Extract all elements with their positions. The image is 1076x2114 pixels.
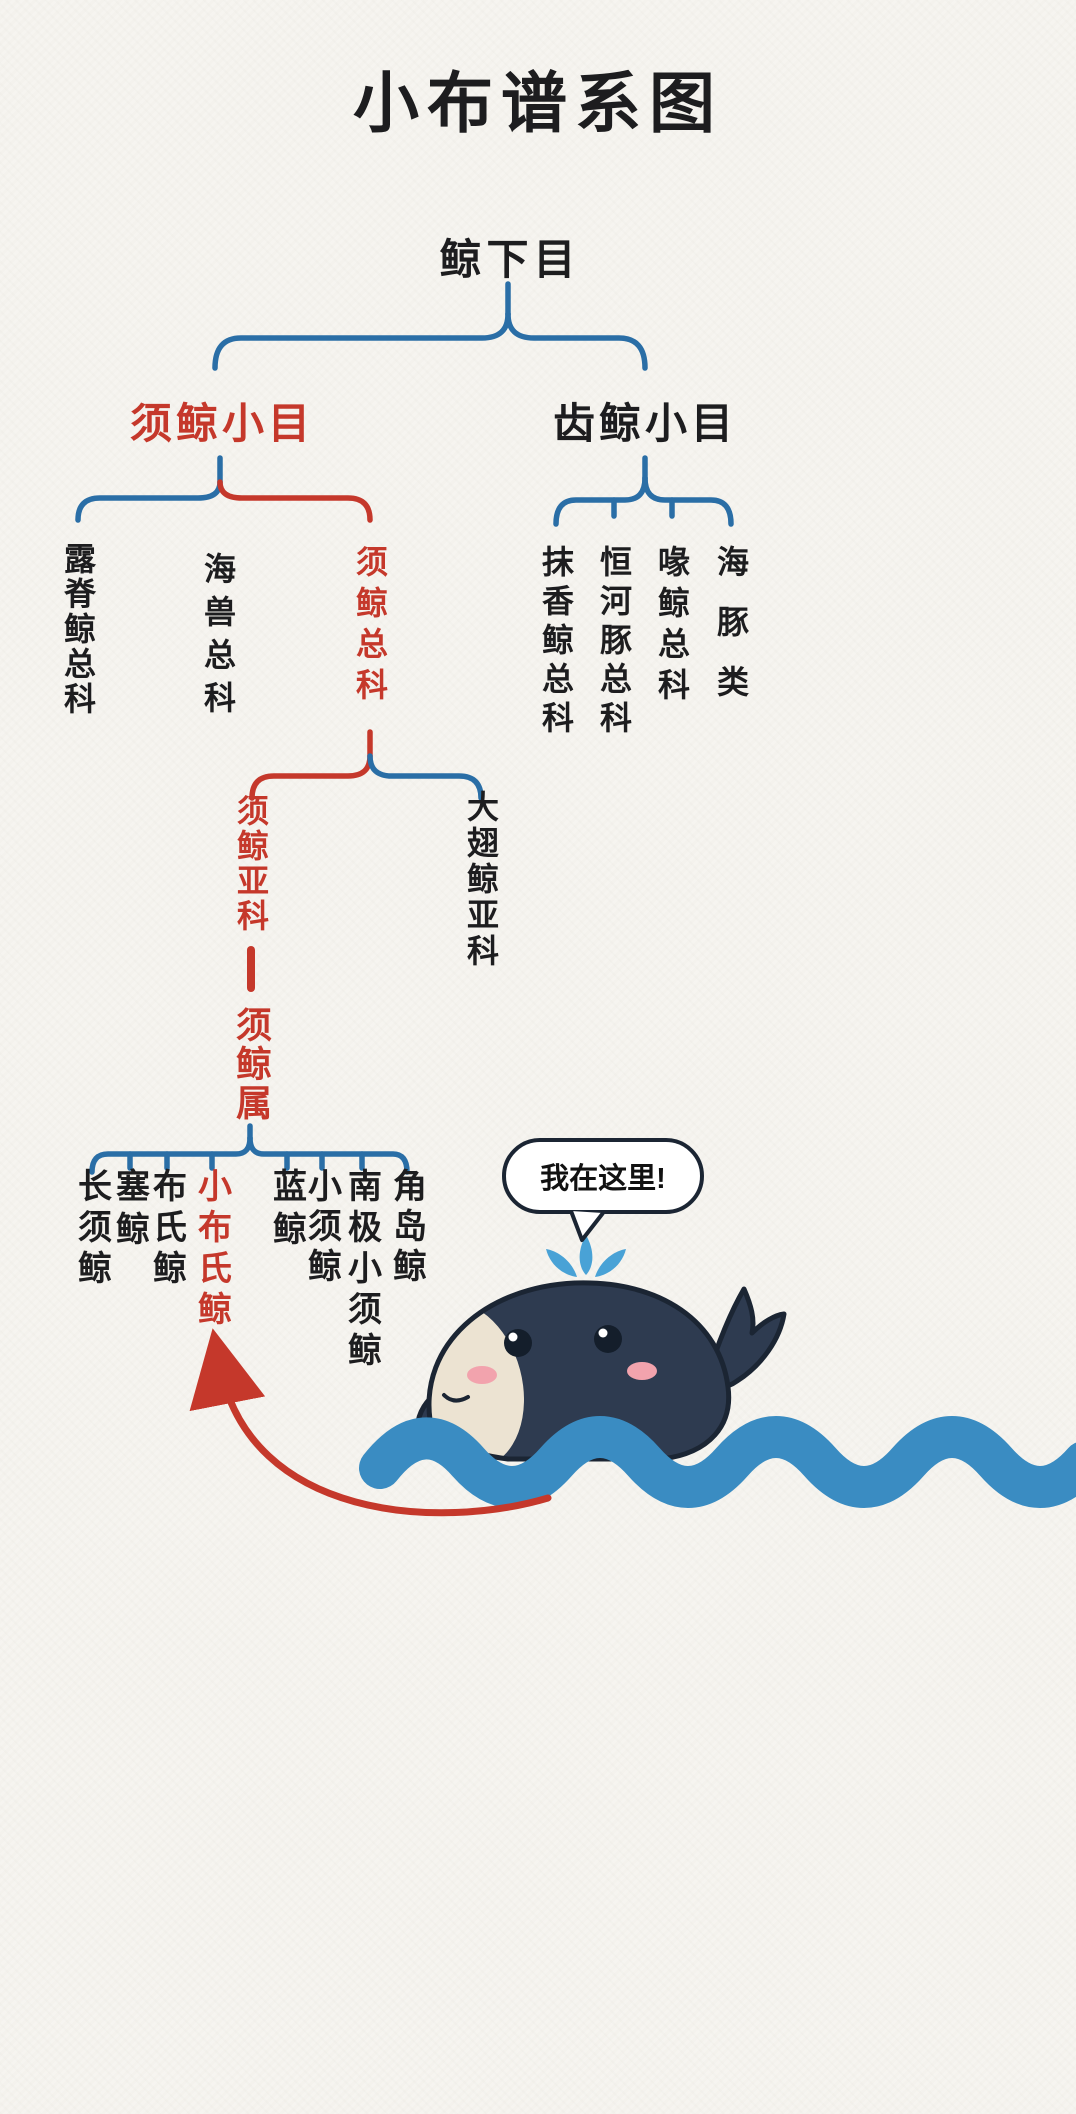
node-beaked-whales: 喙鲸总科 <box>654 545 690 709</box>
node-superfamily-right-whales: 露脊鲸总科 <box>60 542 96 717</box>
node-superfamily-rorquals: 须鲸总科 <box>352 545 388 709</box>
whale-cheek-right <box>627 1362 657 1380</box>
node-subfamily-balaenopterinae: 须鲸亚科 <box>233 794 269 934</box>
page-title: 小布谱系图 <box>353 66 723 140</box>
node-genus: 须鲸属 <box>231 1006 272 1123</box>
node-dolphins: 海豚类 <box>713 545 749 725</box>
node-species-blue-whale: 蓝鲸 <box>267 1168 306 1254</box>
speech-bubble-tail <box>569 1210 605 1242</box>
water-spout-icon <box>546 1235 626 1277</box>
root-brace <box>212 281 648 371</box>
whale-mouth <box>442 1393 470 1403</box>
node-species-brydes-whale: 布氏鲸 <box>147 1168 186 1291</box>
whale-tail <box>703 1286 787 1390</box>
mysticeti-brace <box>75 455 373 523</box>
node-odontoceti: 齿鲸小目 <box>552 400 738 447</box>
odontoceti-brace <box>553 455 734 527</box>
whale-cheek-left <box>467 1366 497 1384</box>
eye-highlight <box>508 1332 518 1342</box>
highlight-arrow <box>189 1328 552 1517</box>
node-root: 鲸下目 <box>439 236 581 283</box>
eye-highlight <box>598 1328 608 1338</box>
node-mysticeti: 须鲸小目 <box>129 400 315 447</box>
node-species-minke-whale: 小须鲸 <box>302 1168 341 1288</box>
node-superfamily-haishou: 海兽总科 <box>200 552 236 724</box>
rorqual-brace <box>249 729 484 801</box>
node-species-antarctic-minke: 南极小须鲸 <box>342 1168 381 1373</box>
speech-bubble: 我在这里! <box>502 1138 704 1214</box>
node-species-fin-whale: 长须鲸 <box>72 1168 111 1291</box>
genus-brace <box>89 1123 410 1175</box>
node-subfamily-megapterinae: 大翅鲸亚科 <box>463 790 499 970</box>
whale-eye-right <box>594 1325 622 1353</box>
node-species-sei-whale: 塞鲸 <box>110 1168 149 1254</box>
node-sperm-whales: 抹香鲸总科 <box>538 545 574 740</box>
node-river-dolphins: 恒河豚总科 <box>596 545 632 740</box>
ocean-wave <box>359 1416 1076 1508</box>
node-species-edens-whale-highlight: 小布氏鲸 <box>192 1168 231 1332</box>
speech-bubble-text: 我在这里! <box>540 1163 666 1195</box>
connector-dash <box>247 946 255 992</box>
node-species-omuras-whale: 角岛鲸 <box>387 1168 426 1288</box>
